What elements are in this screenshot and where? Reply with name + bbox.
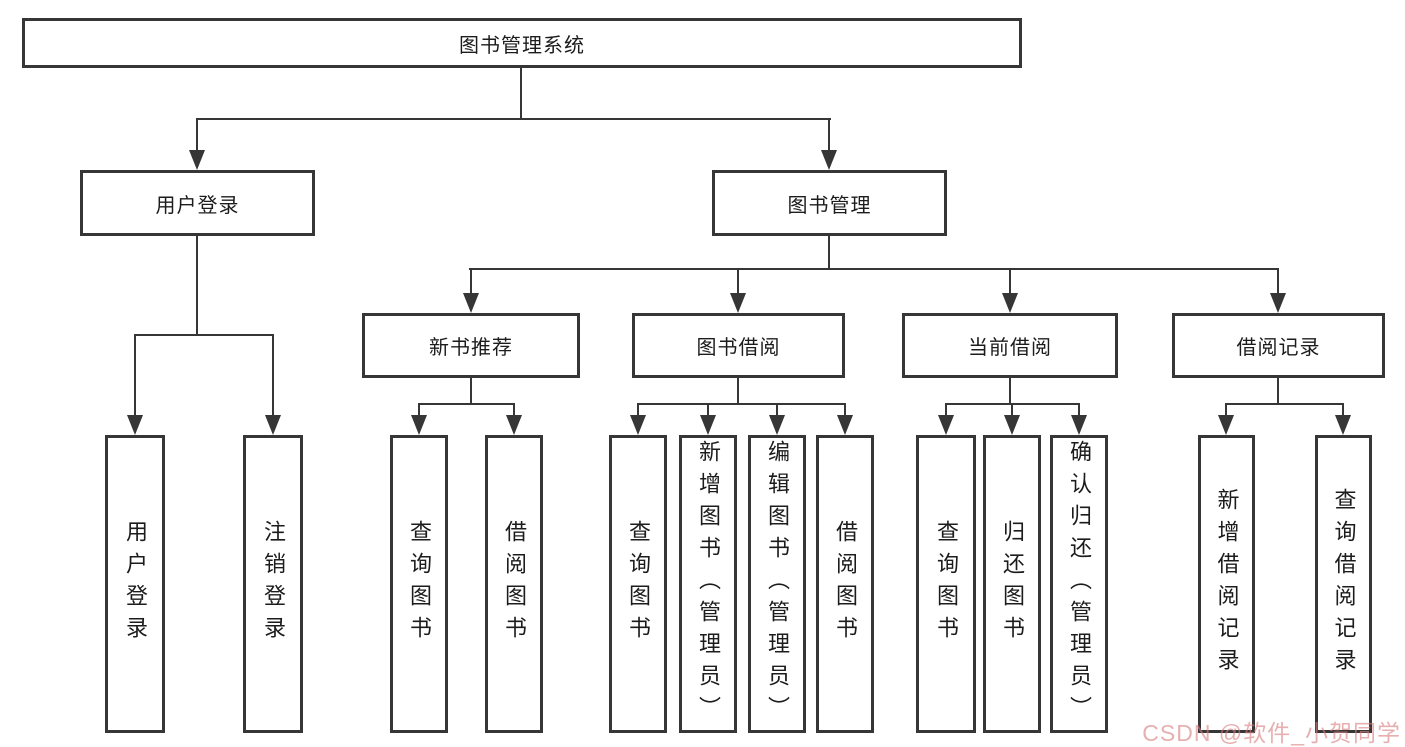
leaf-cb-return-books: 归还图书 [983, 435, 1041, 733]
connector-drop-rec-query-books [418, 403, 420, 416]
leaf-bb-borrow-books: 借阅图书 [816, 435, 874, 733]
node-root: 图书管理系统 [22, 18, 1022, 68]
connector-drop-rec-borrow-books [513, 403, 515, 416]
connector-drop-cb-query-books [945, 403, 947, 416]
leaf-bb-add-books-label: 新增图书（管理员） [696, 440, 721, 728]
node-book-mgmt-branch-label: 图书管理 [787, 194, 872, 217]
node-new-book-rec: 新书推荐 [362, 313, 580, 378]
leaf-cb-confirm-return: 确认归还（管理员） [1050, 435, 1108, 733]
arrowhead-current-borrow [1002, 293, 1018, 313]
arrowhead-user-login-branch [189, 150, 205, 170]
leaf-bb-edit-books: 编辑图书（管理员） [748, 435, 806, 733]
connector-drop-new-book-rec [470, 268, 472, 293]
arrowhead-rec-borrow-books [506, 415, 522, 435]
arrowhead-leaf-logout [265, 415, 281, 435]
leaf-br-query-record-label: 查询借阅记录 [1331, 488, 1357, 680]
connector-book-borrow-rail [637, 403, 845, 405]
node-current-borrow: 当前借阅 [902, 313, 1118, 378]
connector-root-rail [196, 118, 831, 120]
leaf-br-query-record: 查询借阅记录 [1315, 435, 1372, 733]
connector-drop-bb-edit-books [776, 403, 778, 416]
leaf-bb-add-books: 新增图书（管理员） [679, 435, 737, 733]
connector-drop-bb-borrow-books [844, 403, 846, 416]
connector-drop-cb-return-books [1011, 403, 1013, 416]
leaf-cb-query-books-label: 查询图书 [934, 520, 959, 648]
connector-drop-leaf-user-login [134, 334, 136, 415]
connector-drop-user-login-branch [196, 118, 198, 150]
connector-book-mgmt-rail [469, 268, 1279, 270]
connector-current-borrow-stem [1009, 378, 1011, 405]
arrowhead-bb-query-books [630, 415, 646, 435]
connector-drop-borrow-records [1277, 268, 1279, 293]
arrowhead-book-borrow [730, 293, 746, 313]
leaf-rec-borrow-books-label: 借阅图书 [502, 520, 527, 648]
arrowhead-book-mgmt-branch [821, 150, 837, 170]
connector-borrow-records-stem [1277, 378, 1279, 405]
leaf-user-login: 用户登录 [105, 435, 165, 733]
connector-new-book-rec-stem [470, 378, 472, 405]
connector-drop-book-borrow [737, 268, 739, 293]
leaf-logout: 注销登录 [243, 435, 303, 733]
connector-drop-bb-add-books [707, 403, 709, 416]
arrowhead-bb-add-books [700, 415, 716, 435]
leaf-bb-edit-books-label: 编辑图书（管理员） [765, 440, 790, 728]
leaf-cb-return-books-label: 归还图书 [1000, 520, 1025, 648]
node-borrow-records-label: 借阅记录 [1236, 337, 1321, 359]
node-book-borrow-label: 图书借阅 [696, 337, 781, 359]
node-borrow-records: 借阅记录 [1172, 313, 1385, 378]
connector-new-book-rec-rail [418, 403, 515, 405]
leaf-rec-query-books-label: 查询图书 [407, 520, 432, 648]
leaf-bb-query-books-label: 查询图书 [626, 520, 651, 648]
connector-drop-book-mgmt-branch [828, 118, 830, 150]
leaf-cb-confirm-return-label: 确认归还（管理员） [1067, 440, 1092, 728]
node-current-borrow-label: 当前借阅 [968, 337, 1052, 359]
connector-book-borrow-stem [737, 378, 739, 405]
arrowhead-borrow-records [1270, 293, 1286, 313]
leaf-logout-label: 注销登录 [261, 520, 286, 648]
arrowhead-cb-query-books [938, 415, 954, 435]
leaf-bb-query-books: 查询图书 [609, 435, 667, 733]
arrowhead-leaf-user-login [127, 415, 143, 435]
node-user-login-branch-label: 用户登录 [155, 194, 240, 217]
node-new-book-rec-label: 新书推荐 [429, 337, 513, 359]
connector-drop-br-query-record [1342, 403, 1344, 416]
leaf-user-login-label: 用户登录 [123, 520, 148, 648]
connector-borrow-records-rail [1225, 403, 1344, 405]
node-user-login-branch: 用户登录 [80, 170, 315, 236]
leaf-rec-borrow-books: 借阅图书 [485, 435, 543, 733]
connector-user-login-stem [196, 236, 198, 336]
watermark: CSDN @软件_小贺同学 [1142, 720, 1401, 746]
arrowhead-rec-query-books [411, 415, 427, 435]
leaf-cb-query-books: 查询图书 [916, 435, 976, 733]
connector-drop-leaf-logout [272, 334, 274, 415]
connector-root-stem [520, 68, 522, 120]
leaf-br-add-record-label: 新增借阅记录 [1214, 488, 1240, 680]
arrowhead-bb-edit-books [769, 415, 785, 435]
leaf-bb-borrow-books-label: 借阅图书 [833, 520, 858, 648]
node-book-borrow: 图书借阅 [632, 313, 845, 378]
arrowhead-cb-confirm-return [1071, 415, 1087, 435]
arrowhead-br-add-record [1218, 415, 1234, 435]
arrowhead-br-query-record [1335, 415, 1351, 435]
arrowhead-bb-borrow-books [837, 415, 853, 435]
node-book-mgmt-branch: 图书管理 [712, 170, 947, 236]
arrowhead-new-book-rec [463, 293, 479, 313]
connector-drop-br-add-record [1225, 403, 1227, 416]
leaf-rec-query-books: 查询图书 [390, 435, 448, 733]
connector-drop-bb-query-books [637, 403, 639, 416]
connector-book-mgmt-stem [828, 236, 830, 270]
connector-drop-current-borrow [1009, 268, 1011, 293]
connector-drop-cb-confirm-return [1078, 403, 1080, 416]
node-root-label: 图书管理系统 [459, 34, 585, 57]
connector-user-login-rail [134, 334, 274, 336]
arrowhead-cb-return-books [1004, 415, 1020, 435]
leaf-br-add-record: 新增借阅记录 [1198, 435, 1255, 733]
